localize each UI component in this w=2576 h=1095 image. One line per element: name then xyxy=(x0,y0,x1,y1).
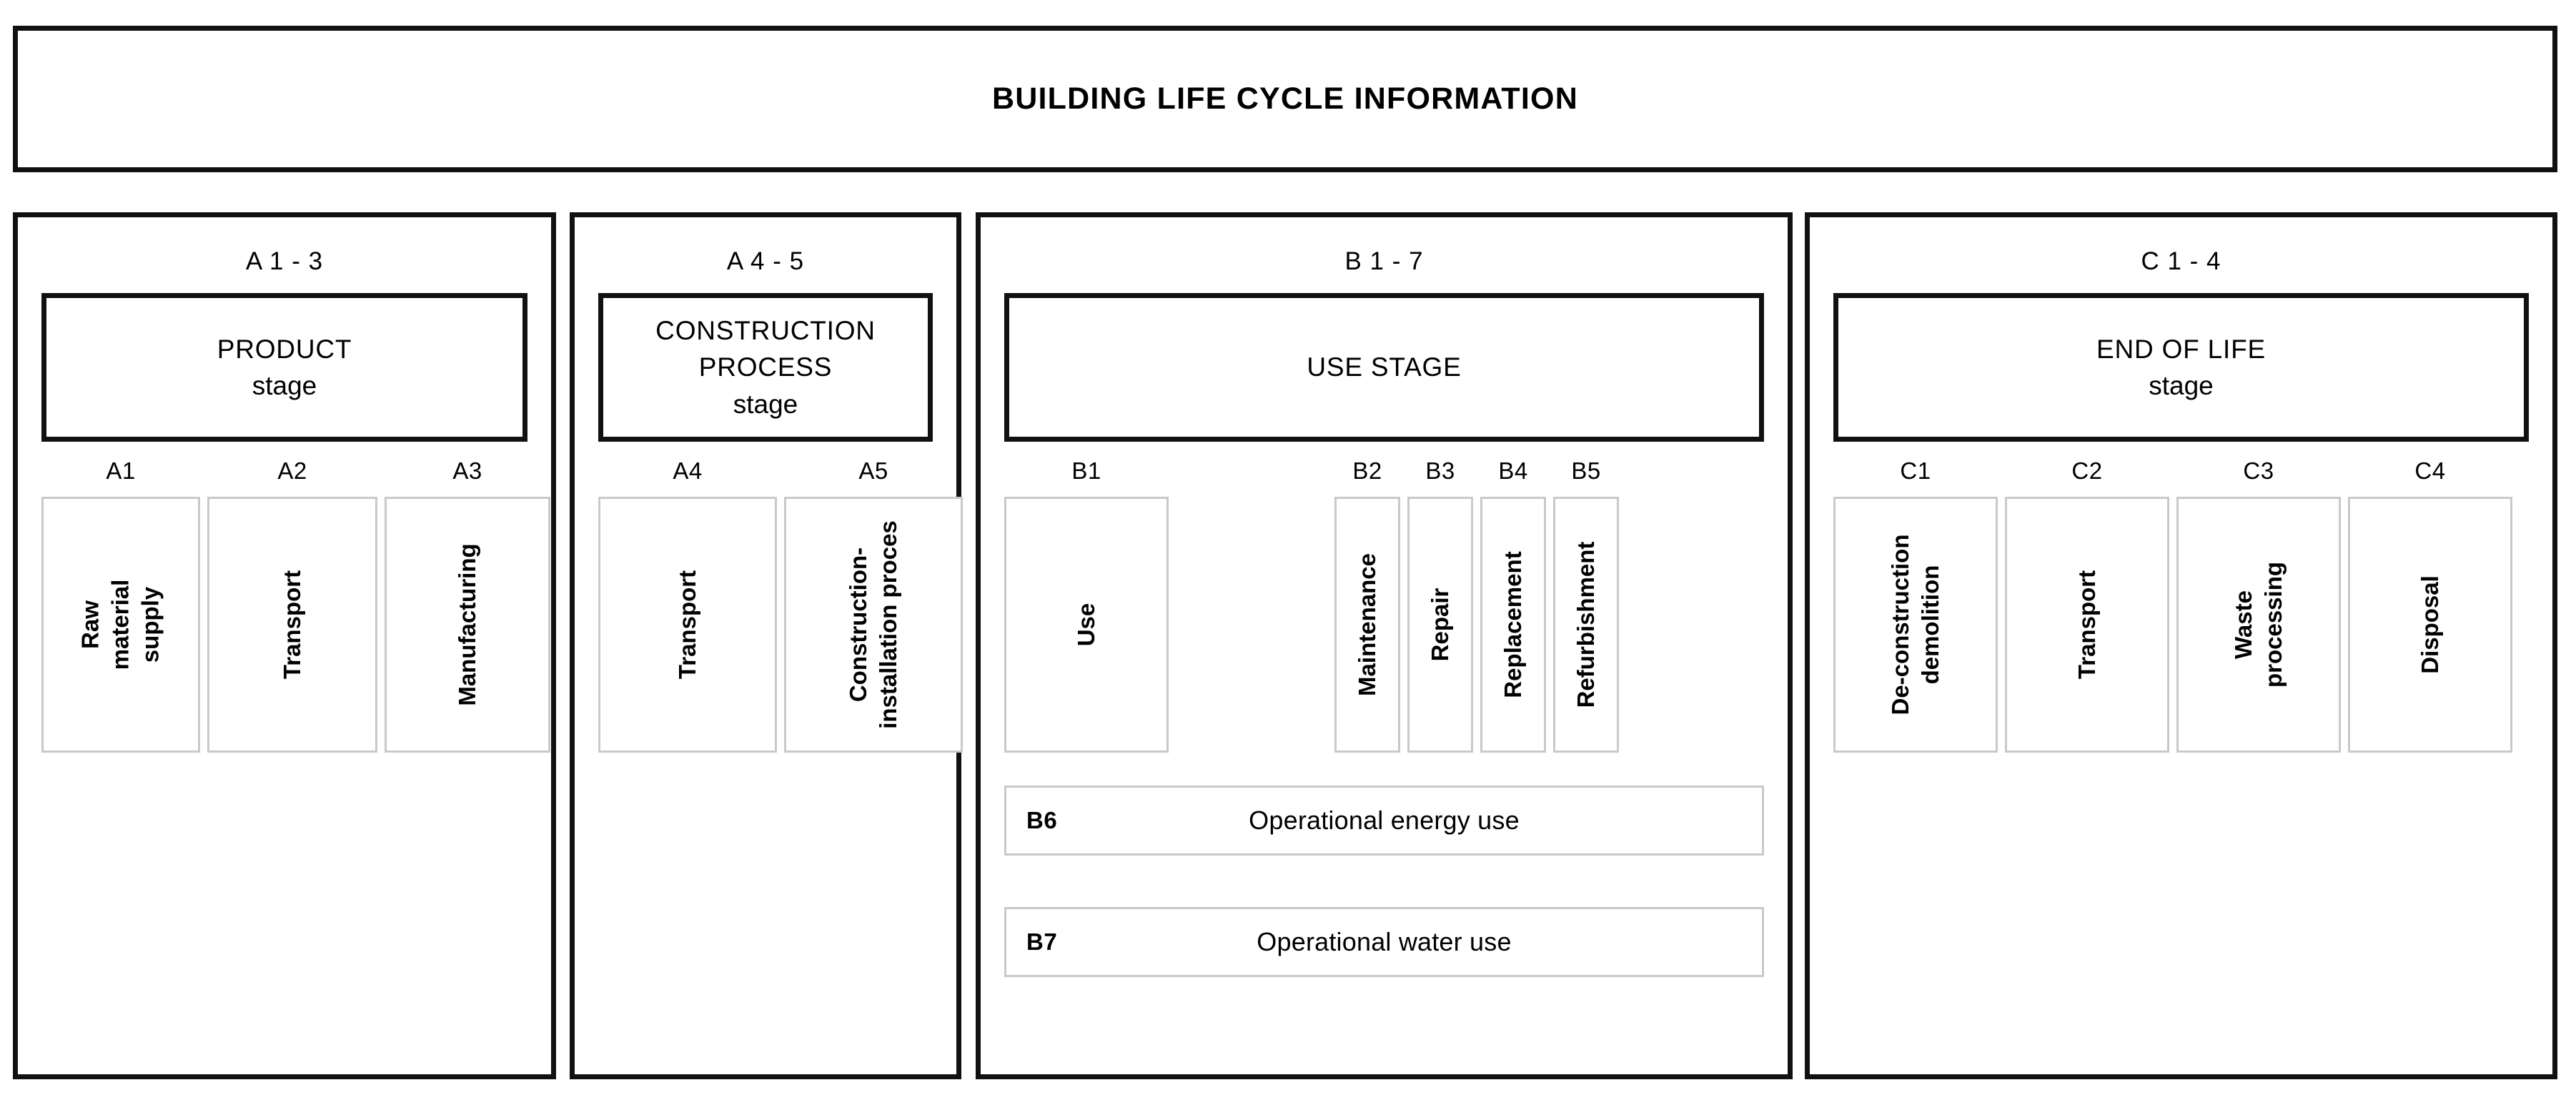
module-column-a3: A3 Manufacturing xyxy=(385,455,550,753)
module-box-a1: Raw material supply xyxy=(41,497,200,753)
module-row-b7: B7 Operational water use xyxy=(1004,907,1764,977)
stage-panel-construction-process: A 4 - 5 CONSTRUCTION PROCESS stage A4 Tr… xyxy=(570,212,963,1079)
module-row-b: B1 Use B2 Maintenance B3 Repair xyxy=(1004,455,1764,753)
module-box-a3: Manufacturing xyxy=(385,497,550,753)
module-code-c1: C1 xyxy=(1900,457,1931,484)
module-code-b7: B7 xyxy=(1026,928,1058,955)
stage-title-construction-process: CONSTRUCTION PROCESS xyxy=(655,316,876,382)
stage-box-construction-process: CONSTRUCTION PROCESS stage xyxy=(598,293,933,442)
module-code-a5: A5 xyxy=(858,457,888,484)
module-label-b5: Refurbishment xyxy=(1572,541,1599,708)
module-label-c4: Disposal xyxy=(2416,575,2443,674)
module-label-b2: Maintenance xyxy=(1353,553,1380,696)
module-code-b1: B1 xyxy=(1071,457,1101,484)
module-box-a4: Transport xyxy=(598,497,777,753)
module-column-c3: C3 Waste processing xyxy=(2176,455,2341,753)
module-code-a2: A2 xyxy=(277,457,307,484)
module-box-b4: Replacement xyxy=(1480,497,1546,753)
module-code-c4: C4 xyxy=(2414,457,2446,484)
module-column-b5: B5 Refurbishment xyxy=(1553,455,1619,753)
module-label-a4: Transport xyxy=(673,570,700,680)
module-label-b4: Replacement xyxy=(1499,551,1526,698)
stage-panel-use: B 1 - 7 USE STAGE B1 Use B2 Maintenance xyxy=(976,212,1793,1079)
module-column-a2: A2 Transport xyxy=(207,455,377,753)
stage-panel-end-of-life: C 1 - 4 END OF LIFE stage C1 De-construc… xyxy=(1805,212,2557,1079)
module-column-c4: C4 Disposal xyxy=(2348,455,2512,753)
module-label-a1: Raw material supply xyxy=(76,579,164,670)
module-box-c3: Waste processing xyxy=(2176,497,2341,753)
stage-subtitle-product: stage xyxy=(252,371,317,400)
module-code-b4: B4 xyxy=(1498,457,1528,484)
module-label-a2: Transport xyxy=(278,570,305,680)
module-box-b5: Refurbishment xyxy=(1553,497,1619,753)
module-label-c3: Waste processing xyxy=(2229,561,2287,688)
module-column-b4: B4 Replacement xyxy=(1480,455,1546,753)
module-code-b6: B6 xyxy=(1026,807,1058,833)
module-label-b3: Repair xyxy=(1426,588,1453,662)
module-code-a1: A1 xyxy=(106,457,136,484)
module-column-b1: B1 Use xyxy=(1004,455,1169,753)
stage-title-product: PRODUCT xyxy=(217,334,352,364)
module-box-a5: Construction-installation proces xyxy=(784,497,963,753)
stage-title-end-of-life: END OF LIFE xyxy=(2096,334,2266,364)
module-column-c1: C1 De-construction demolition xyxy=(1833,455,1998,753)
panel-code-a45: A 4 - 5 xyxy=(726,247,805,275)
module-code-a4: A4 xyxy=(673,457,703,484)
module-label-a3: Manufacturing xyxy=(453,543,480,706)
module-label-c2: Transport xyxy=(2073,570,2100,680)
module-code-b3: B3 xyxy=(1425,457,1455,484)
module-box-c1: De-construction demolition xyxy=(1833,497,1998,753)
module-label-c1: De-construction demolition xyxy=(1886,534,1943,715)
module-column-a4: A4 Transport xyxy=(598,455,777,753)
stage-box-end-of-life: END OF LIFE stage xyxy=(1833,293,2529,442)
module-column-a5: A5 Construction-installation proces xyxy=(784,455,963,753)
module-row-a: A1 Raw material supply A2 Transport A3 M… xyxy=(41,455,550,753)
module-label-b7: Operational water use xyxy=(1257,927,1512,956)
module-column-a1: A1 Raw material supply xyxy=(41,455,200,753)
stage-box-use: USE STAGE xyxy=(1004,293,1764,442)
banner-title: BUILDING LIFE CYCLE INFORMATION xyxy=(992,81,1578,116)
module-code-b5: B5 xyxy=(1571,457,1601,484)
stage-subtitle-end-of-life: stage xyxy=(2149,371,2214,400)
panel-code-a13: A 1 - 3 xyxy=(245,247,324,275)
module-row-c: C1 De-construction demolition C2 Transpo… xyxy=(1833,455,2529,753)
module-box-b2: Maintenance xyxy=(1334,497,1400,753)
module-code-b2: B2 xyxy=(1352,457,1382,484)
module-box-a2: Transport xyxy=(207,497,377,753)
module-box-b1: Use xyxy=(1004,497,1169,753)
module-box-b3: Repair xyxy=(1407,497,1473,753)
module-code-c3: C3 xyxy=(2243,457,2274,484)
building-life-cycle-banner: BUILDING LIFE CYCLE INFORMATION xyxy=(13,26,2557,172)
panel-code-c14: C 1 - 4 xyxy=(2141,247,2221,275)
module-label-a5: Construction-installation proces xyxy=(844,520,901,729)
module-row-b6: B6 Operational energy use xyxy=(1004,786,1764,856)
module-column-b2: B2 Maintenance xyxy=(1334,455,1400,753)
module-column-spacer xyxy=(1176,455,1327,753)
stage-box-product: PRODUCT stage xyxy=(41,293,527,442)
module-label-b1: Use xyxy=(1072,603,1099,647)
module-row-a45: A4 Transport A5 Construction-installatio… xyxy=(598,455,963,753)
stage-panel-product: A 1 - 3 PRODUCT stage A1 Raw material su… xyxy=(13,212,556,1079)
module-box-c4: Disposal xyxy=(2348,497,2512,753)
stage-subtitle-construction-process: stage xyxy=(733,389,798,419)
stage-title-use: USE STAGE xyxy=(1307,352,1462,382)
module-code-a3: A3 xyxy=(452,457,482,484)
module-box-c2: Transport xyxy=(2005,497,2169,753)
module-column-b3: B3 Repair xyxy=(1407,455,1473,753)
module-box-spacer xyxy=(1176,497,1327,753)
module-label-b6: Operational energy use xyxy=(1249,806,1520,835)
module-code-c2: C2 xyxy=(2071,457,2103,484)
module-column-c2: C2 Transport xyxy=(2005,455,2169,753)
panel-code-b17: B 1 - 7 xyxy=(1344,247,1424,275)
